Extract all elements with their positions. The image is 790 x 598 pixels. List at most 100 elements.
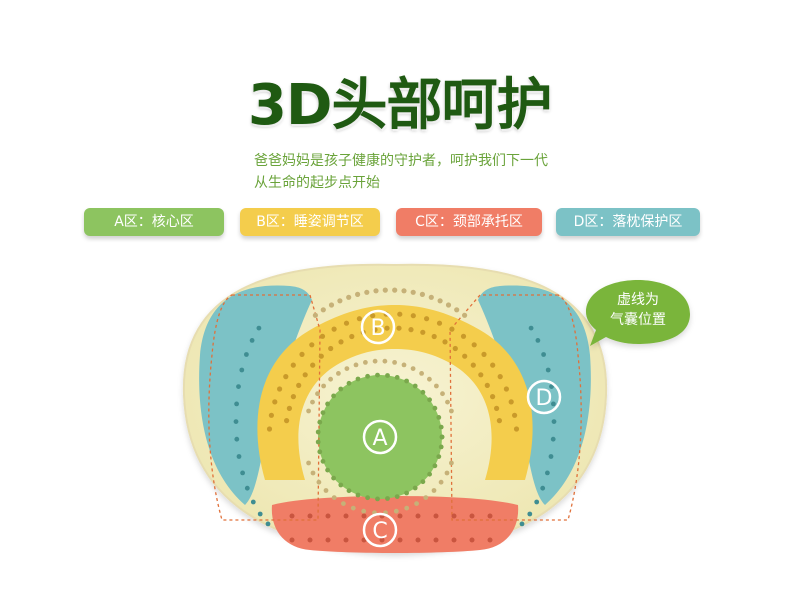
hole xyxy=(355,492,361,498)
hole xyxy=(299,351,305,357)
hole xyxy=(239,367,245,373)
hole xyxy=(236,454,242,459)
hole xyxy=(296,382,302,388)
hole xyxy=(394,375,400,380)
hole xyxy=(385,373,390,378)
hole xyxy=(548,454,554,459)
hole xyxy=(431,333,437,340)
hole xyxy=(346,294,352,300)
hole xyxy=(404,505,410,511)
hole xyxy=(528,325,534,331)
hole xyxy=(440,391,445,397)
hole xyxy=(320,410,326,416)
hole xyxy=(408,327,414,333)
hole xyxy=(508,399,514,405)
hole xyxy=(244,485,250,491)
ventilation-holes xyxy=(233,287,557,543)
hole xyxy=(310,470,316,476)
hole xyxy=(277,386,283,392)
hole xyxy=(365,495,370,501)
hole xyxy=(356,316,362,322)
hole xyxy=(315,429,321,435)
hole xyxy=(551,401,556,407)
hole xyxy=(462,353,468,359)
hole xyxy=(310,399,315,405)
hole xyxy=(372,327,378,333)
hole xyxy=(379,537,385,543)
hole xyxy=(452,345,458,352)
hole xyxy=(343,537,349,543)
hole xyxy=(415,513,421,519)
hole xyxy=(375,372,380,378)
hole xyxy=(257,511,263,517)
hole xyxy=(449,326,455,332)
hole xyxy=(549,384,554,389)
hole xyxy=(401,288,407,294)
hole xyxy=(451,513,457,519)
hole xyxy=(385,496,390,501)
hole xyxy=(328,376,333,382)
hole xyxy=(316,479,322,485)
hole xyxy=(424,316,430,322)
hole xyxy=(401,362,407,368)
hole xyxy=(382,287,388,293)
hole xyxy=(414,501,419,506)
hole xyxy=(404,490,409,496)
hole xyxy=(487,537,493,543)
callout-line-1: 虚线为 xyxy=(617,292,659,308)
legend-zone-c: C区：颈部承托区 xyxy=(396,208,542,236)
hole xyxy=(325,537,331,543)
hole xyxy=(355,291,361,297)
zone-label-d: D xyxy=(526,379,562,415)
hole xyxy=(290,394,296,400)
hole xyxy=(392,360,397,365)
hole xyxy=(355,376,361,382)
callout-text: 虚线为 气囊位置 xyxy=(586,290,690,330)
hole xyxy=(444,470,450,476)
hole xyxy=(419,291,425,297)
hole xyxy=(315,391,320,397)
hole xyxy=(375,496,380,502)
hole xyxy=(317,449,323,455)
hole xyxy=(392,287,398,293)
hole xyxy=(511,412,518,418)
subtitle-line-2: 从生命的起步点开始 xyxy=(254,175,380,191)
hole xyxy=(551,419,557,424)
hole xyxy=(310,362,316,368)
hole xyxy=(317,419,323,425)
hole xyxy=(290,362,296,368)
hole xyxy=(307,537,313,543)
hole xyxy=(410,289,416,295)
hole xyxy=(436,415,442,420)
hole xyxy=(272,399,278,405)
zone-d-left xyxy=(199,285,312,505)
hole xyxy=(331,495,337,500)
hole xyxy=(497,374,503,380)
zone-label-b: B xyxy=(360,309,396,345)
hole xyxy=(394,494,400,499)
hole xyxy=(449,408,454,414)
hole xyxy=(478,372,484,378)
hole xyxy=(445,399,450,405)
hole xyxy=(344,366,350,371)
hole xyxy=(307,513,313,519)
hole xyxy=(434,383,439,389)
hole xyxy=(432,405,438,411)
hole xyxy=(432,463,438,469)
svg-text:A: A xyxy=(372,426,387,451)
hole xyxy=(396,325,402,331)
hole xyxy=(397,311,403,317)
hole xyxy=(373,288,379,294)
hole xyxy=(433,537,439,543)
hole xyxy=(420,479,426,485)
hole xyxy=(325,513,331,519)
hole xyxy=(328,345,334,352)
hole xyxy=(234,401,240,407)
hole xyxy=(439,434,445,440)
hole xyxy=(384,325,390,331)
hole xyxy=(289,513,295,519)
hole xyxy=(431,488,437,493)
hole xyxy=(427,471,432,477)
hole xyxy=(420,329,426,335)
hole xyxy=(319,333,326,339)
